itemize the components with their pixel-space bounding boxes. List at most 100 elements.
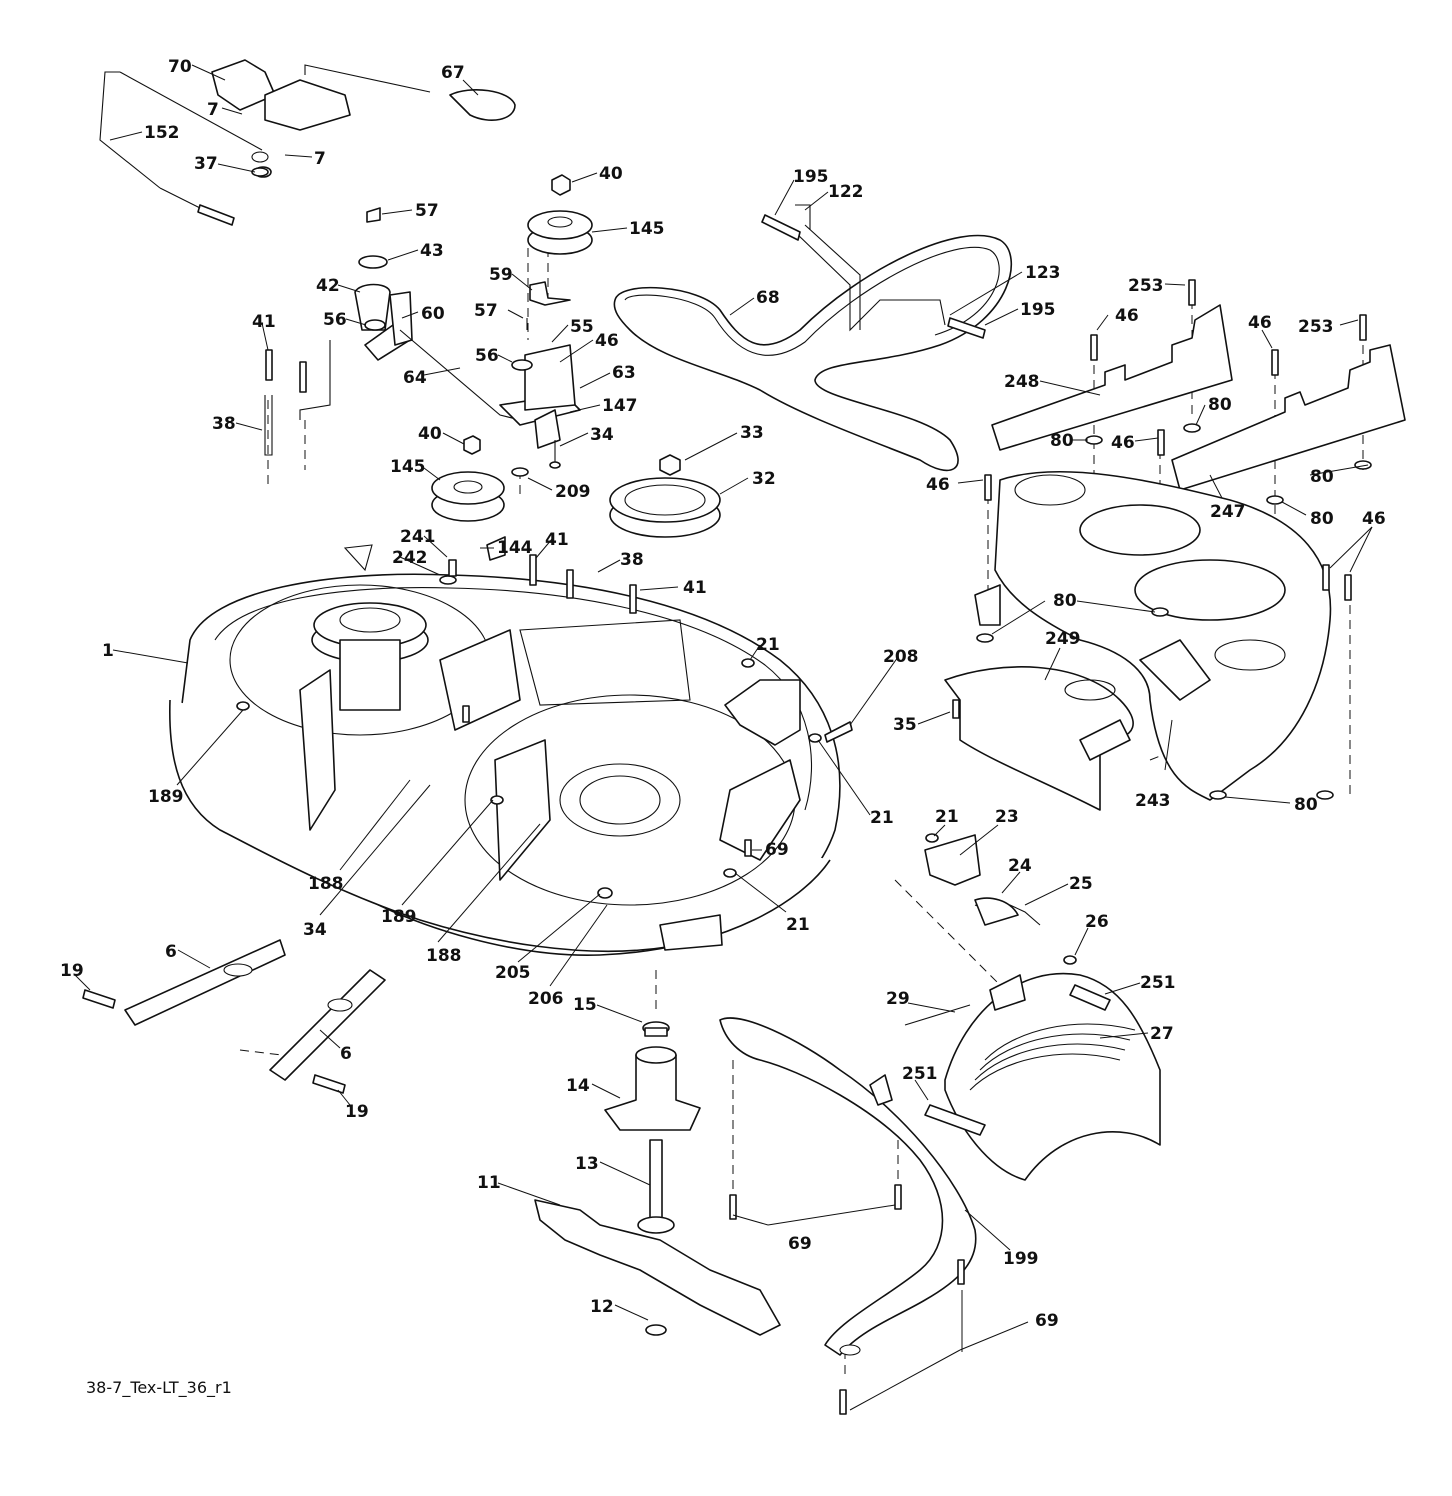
callout-46: 46 bbox=[1111, 433, 1135, 453]
callout-21: 21 bbox=[756, 635, 780, 655]
callout-205: 205 bbox=[495, 963, 531, 983]
callout-242: 242 bbox=[392, 548, 428, 568]
leader-lines bbox=[73, 64, 1373, 1411]
callout-25: 25 bbox=[1069, 874, 1093, 894]
callout-199: 199 bbox=[1003, 1249, 1039, 1269]
callout-6: 6 bbox=[165, 942, 177, 962]
curved-guard bbox=[719, 1017, 977, 1356]
callout-34: 34 bbox=[590, 425, 614, 445]
idler-pulley-lower bbox=[431, 435, 505, 522]
callout-7: 7 bbox=[314, 149, 326, 169]
callout-38: 38 bbox=[620, 550, 644, 570]
cutting-blade bbox=[534, 1199, 781, 1336]
callout-14: 14 bbox=[566, 1076, 590, 1096]
callout-69: 69 bbox=[788, 1234, 812, 1254]
callout-41: 41 bbox=[545, 530, 569, 550]
callout-247: 247 bbox=[1210, 502, 1246, 522]
callout-80: 80 bbox=[1294, 795, 1318, 815]
callout-21: 21 bbox=[935, 807, 959, 827]
callout-40: 40 bbox=[418, 424, 442, 444]
support-arm-upper bbox=[82, 939, 286, 1026]
callout-80: 80 bbox=[1208, 395, 1232, 415]
callout-147: 147 bbox=[602, 396, 638, 416]
callout-46: 46 bbox=[1248, 313, 1272, 333]
callout-188: 188 bbox=[308, 874, 344, 894]
callout-208: 208 bbox=[883, 647, 919, 667]
callout-80: 80 bbox=[1310, 509, 1334, 529]
callout-24: 24 bbox=[1008, 856, 1032, 876]
callout-67: 67 bbox=[441, 63, 465, 83]
mower-deck-housing bbox=[168, 544, 841, 957]
callout-249: 249 bbox=[1045, 629, 1081, 649]
callout-46: 46 bbox=[595, 331, 619, 351]
callout-46: 46 bbox=[926, 475, 950, 495]
lift-link-left bbox=[264, 340, 331, 456]
callout-43: 43 bbox=[420, 241, 444, 261]
idler-pulley-upper bbox=[527, 174, 593, 255]
hardware bbox=[236, 167, 1372, 1415]
callout-145: 145 bbox=[629, 219, 665, 239]
callout-6: 6 bbox=[340, 1044, 352, 1064]
callout-251: 251 bbox=[902, 1064, 938, 1084]
cutting-chamber bbox=[974, 470, 1332, 801]
callout-241: 241 bbox=[400, 527, 436, 547]
callout-189: 189 bbox=[381, 907, 417, 927]
callout-55: 55 bbox=[570, 317, 594, 337]
callout-41: 41 bbox=[252, 312, 276, 332]
callout-122: 122 bbox=[828, 182, 864, 202]
callout-37: 37 bbox=[194, 154, 218, 174]
discharge-chute bbox=[904, 972, 1161, 1181]
callout-152: 152 bbox=[144, 123, 180, 143]
idler-arm-assembly bbox=[354, 207, 581, 477]
callout-69: 69 bbox=[765, 840, 789, 860]
callout-60: 60 bbox=[421, 304, 445, 324]
callout-206: 206 bbox=[528, 989, 564, 1009]
callout-26: 26 bbox=[1085, 912, 1109, 932]
callout-33: 33 bbox=[740, 423, 764, 443]
callout-56: 56 bbox=[323, 310, 347, 330]
callout-1: 1 bbox=[102, 641, 114, 661]
callout-59: 59 bbox=[489, 265, 513, 285]
spring-bracket bbox=[924, 834, 1041, 926]
callout-7: 7 bbox=[207, 100, 219, 120]
callout-209: 209 bbox=[555, 482, 591, 502]
baffle-248 bbox=[991, 304, 1233, 451]
callout-46: 46 bbox=[1362, 509, 1386, 529]
callout-243: 243 bbox=[1135, 791, 1171, 811]
callout-57: 57 bbox=[415, 201, 439, 221]
callout-40: 40 bbox=[599, 164, 623, 184]
callout-63: 63 bbox=[612, 363, 636, 383]
callout-251: 251 bbox=[1140, 973, 1176, 993]
callout-80: 80 bbox=[1310, 467, 1334, 487]
callout-253: 253 bbox=[1128, 276, 1164, 296]
callout-32: 32 bbox=[752, 469, 776, 489]
callout-46: 46 bbox=[1115, 306, 1139, 326]
callout-69: 69 bbox=[1035, 1311, 1059, 1331]
callout-42: 42 bbox=[316, 276, 340, 296]
callout-70: 70 bbox=[168, 57, 192, 77]
lift-rod bbox=[761, 204, 986, 339]
baffle-247 bbox=[1171, 344, 1406, 491]
callout-57: 57 bbox=[474, 301, 498, 321]
callout-21: 21 bbox=[870, 808, 894, 828]
discharge-guide bbox=[944, 666, 1134, 811]
callout-64: 64 bbox=[403, 368, 427, 388]
callout-188: 188 bbox=[426, 946, 462, 966]
callout-80: 80 bbox=[1053, 591, 1077, 611]
callout-35: 35 bbox=[893, 715, 917, 735]
callout-12: 12 bbox=[590, 1297, 614, 1317]
callout-labels: 70 67 7 7 152 37 40 145 57 43 59 42 60 5… bbox=[60, 57, 1386, 1331]
spindle-assembly bbox=[604, 1021, 701, 1234]
spindle-pulley bbox=[609, 454, 721, 538]
drive-belt bbox=[613, 234, 1013, 472]
callout-13: 13 bbox=[575, 1154, 599, 1174]
callout-23: 23 bbox=[995, 807, 1019, 827]
callout-56: 56 bbox=[475, 346, 499, 366]
callout-34: 34 bbox=[303, 920, 327, 940]
callout-29: 29 bbox=[886, 989, 910, 1009]
callout-145: 145 bbox=[390, 457, 426, 477]
callout-123: 123 bbox=[1025, 263, 1061, 283]
callout-11: 11 bbox=[477, 1173, 501, 1193]
